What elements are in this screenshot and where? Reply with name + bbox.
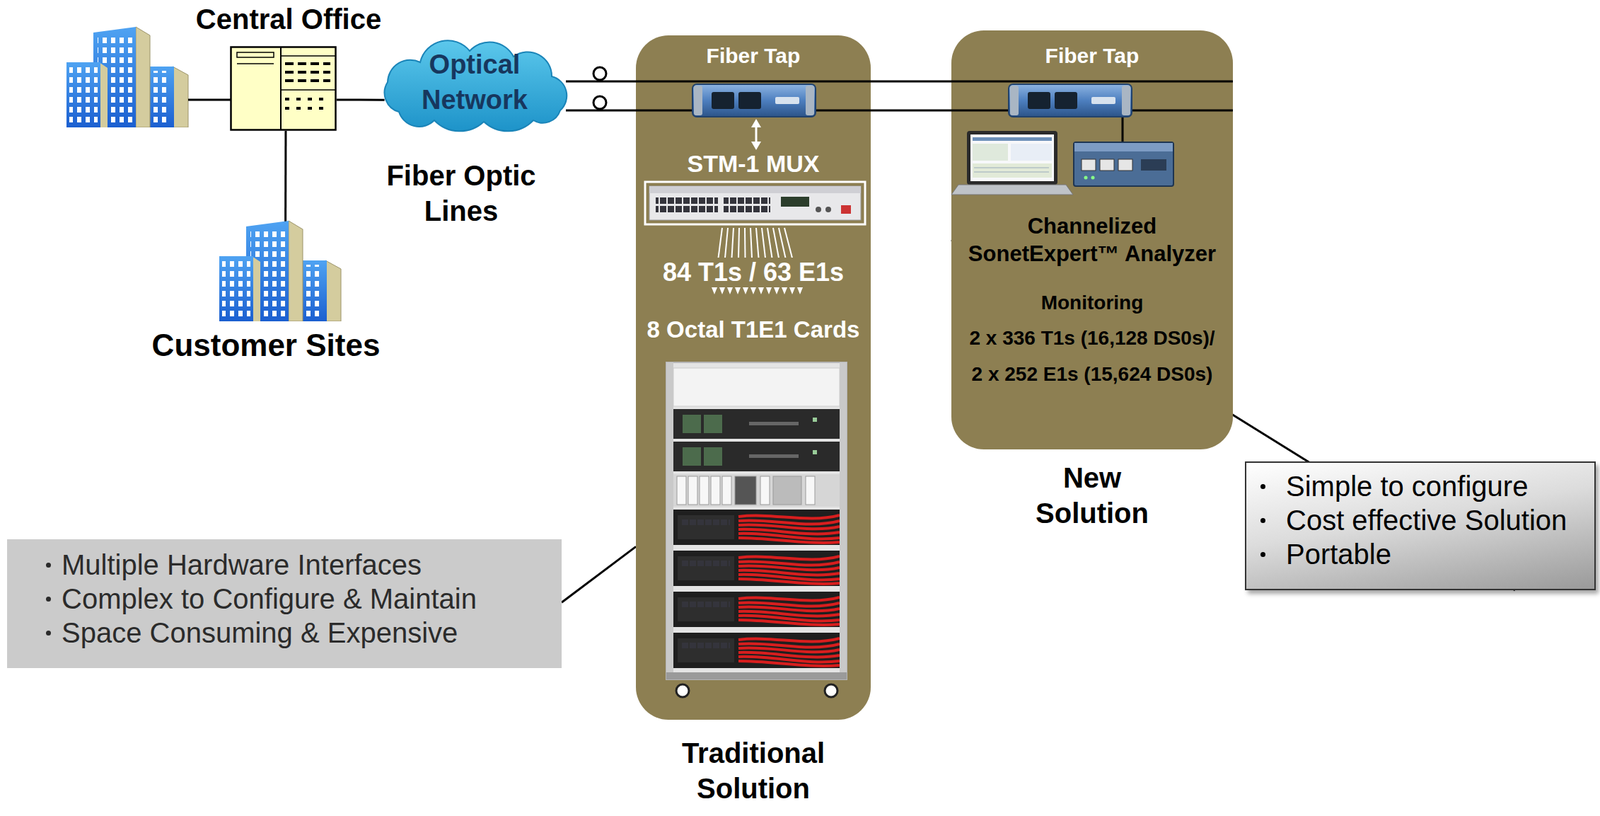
device-label: STM-1 MUX [635,149,871,178]
channel-count: 84 T1s / 63 E1s [654,257,853,288]
capacity-heading: Monitoring [951,289,1233,317]
building-icon [219,219,347,322]
node-heading: Central Office [161,2,416,36]
device-label: 8 Octal T1E1 Cards [635,315,871,344]
central-office: Central Office [229,45,337,131]
device-label: Fiber Tap [635,42,871,70]
traditional-equipment [635,35,871,720]
bullet-item: Simple to configure [1285,468,1574,503]
panel-heading: New Solution [1021,459,1163,531]
building-icon [66,26,189,128]
node-heading: Customer Sites [131,327,401,363]
bullet-item: Space Consuming & Expensive [61,615,541,650]
leader-line [561,546,636,602]
device-label: Channelized SonetExpert™ Analyzer [957,212,1227,268]
channel-count: 2 x 336 T1s (16,128 DS0s)/ [951,324,1233,352]
solution-panel: Fiber TapSTM-1 MUX 84 T1s / 63 E1s 8 Octal… [635,35,871,720]
analyzer-equipment [951,30,1233,450]
network-cloud: Optical Network [377,41,572,133]
connector-line [284,130,287,222]
callout-box: Simple to configureCost effective Soluti… [1244,461,1596,590]
callout-box: Multiple Hardware InterfacesComplex to C… [7,538,562,668]
connector-line [336,98,385,101]
bullet-item: Portable [1285,536,1574,571]
central-office-icon [229,45,337,131]
device-label: Fiber Tap [951,42,1233,70]
annotation-label: Fiber Optic Lines [355,157,568,229]
channel-count: 2 x 252 E1s (15,624 DS0s) [951,360,1233,388]
customer-site: Customer Sites [219,219,347,322]
cloud-label: Optical Network [403,46,546,118]
solution-panel: Fiber TapChannelized SonetExpert™ Analyz… [951,30,1233,450]
bullet-item: Multiple Hardware Interfaces [61,547,541,582]
bullet-item: Cost effective Solution [1285,502,1574,537]
panel-heading: Traditional Solution [661,734,846,806]
bullet-item: Complex to Configure & Maintain [61,581,541,616]
wire [188,99,231,102]
